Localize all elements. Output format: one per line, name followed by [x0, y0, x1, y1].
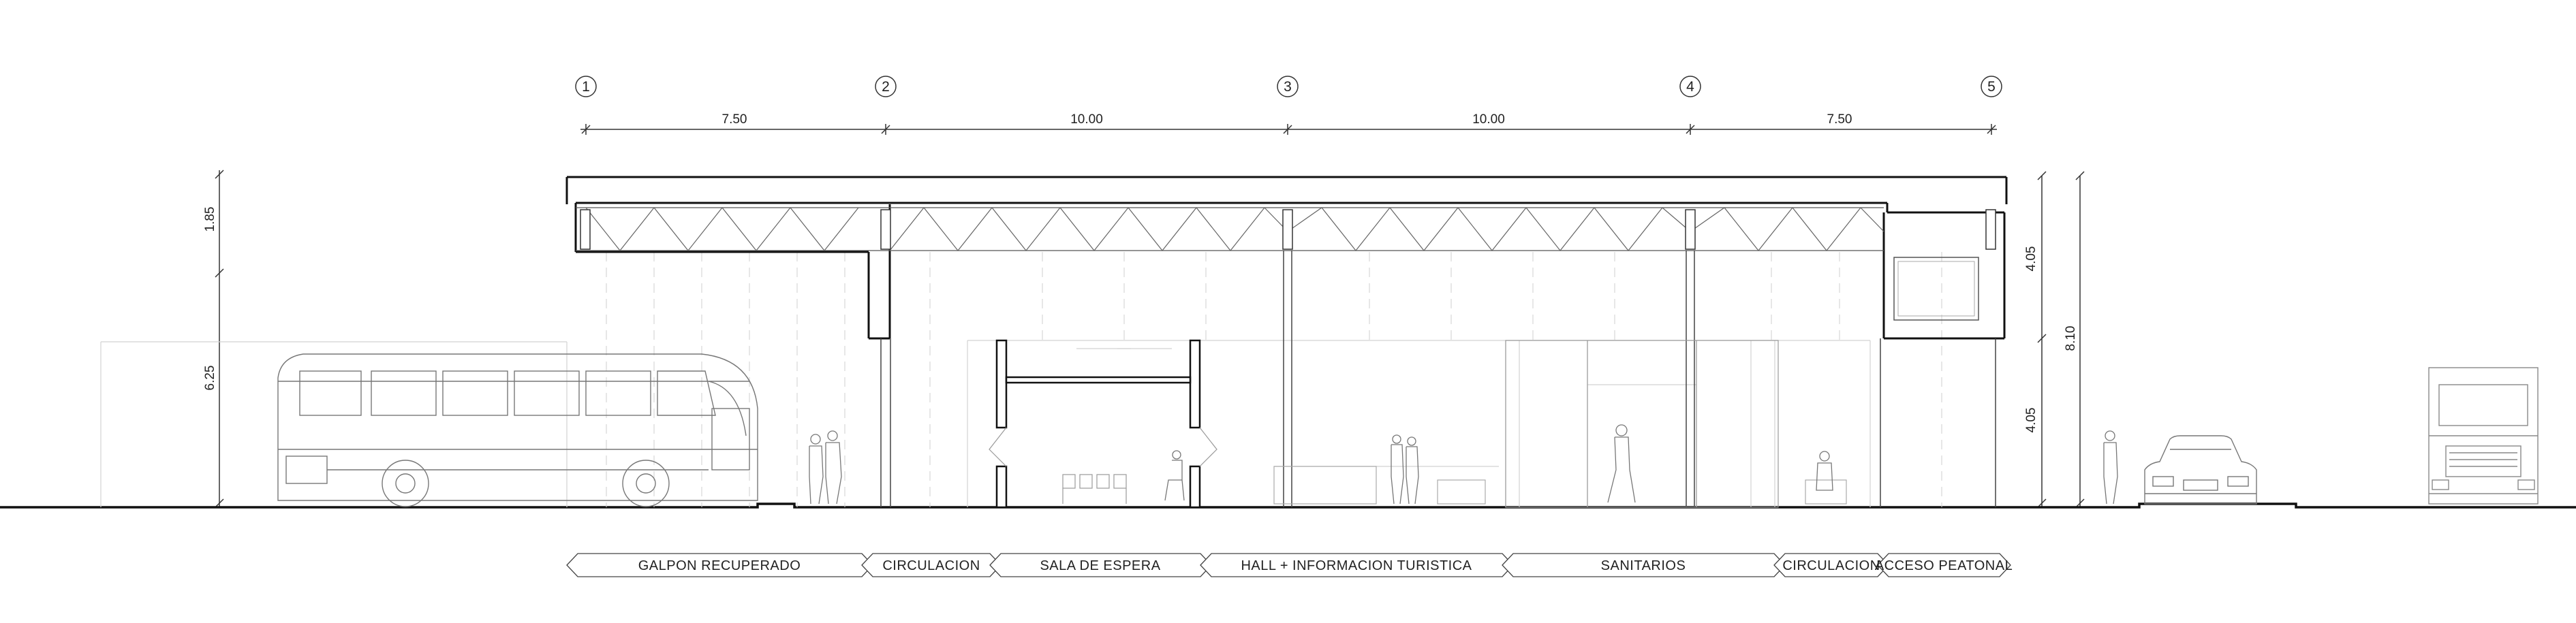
- bus-figure: [277, 353, 758, 507]
- roof-inner-line: [576, 207, 1884, 251]
- zone-label-sanitarios: SANITARIOS: [1601, 558, 1686, 573]
- axis-label-5: 5: [1987, 79, 1996, 95]
- axis-label-4: 4: [1686, 79, 1694, 95]
- background-wall-lines: [100, 340, 1871, 507]
- span-label-3: 10.00: [1472, 112, 1505, 127]
- span-label-1: 7.50: [722, 112, 747, 127]
- person-outside: [2103, 430, 2118, 505]
- span-label-2: 10.00: [1070, 112, 1103, 127]
- person-hall-2: [1406, 436, 1419, 505]
- axis-marker-2: [875, 76, 897, 97]
- waiting-room-frame: [995, 339, 1201, 509]
- axis-label-2: 2: [882, 79, 890, 95]
- left-height-dimension: [215, 170, 224, 508]
- right-height-dimension: [2037, 171, 2085, 508]
- column-shafts: [880, 251, 1996, 507]
- person-left-2: [825, 430, 842, 505]
- truck-figure: [2428, 367, 2539, 505]
- sanitarios-block: [1505, 340, 1779, 508]
- height-label-total: 8.10: [2064, 326, 2078, 351]
- zone-tag-acceso: [1877, 553, 2011, 577]
- waiting-room-details: [989, 427, 1217, 504]
- axis-labels: 1 2 3 4 5: [582, 79, 1996, 95]
- axis-marker-4: [1679, 76, 1701, 97]
- axis-label-3: 3: [1284, 79, 1292, 95]
- span-dimension-labels: 7.50 10.00 10.00 7.50: [722, 112, 1852, 127]
- zone-tag-labels: GALPON RECUPERADO CIRCULACION SALA DE ES…: [638, 558, 2013, 573]
- person-seated-right: [1816, 451, 1833, 491]
- person-walking: [1607, 424, 1636, 503]
- axis-label-1: 1: [582, 79, 590, 95]
- axis-markers: [575, 76, 2002, 97]
- span-dimension-line: [580, 124, 1997, 135]
- roof-slab: [565, 176, 2008, 340]
- axis-marker-5: [1981, 76, 2002, 97]
- height-label-lower: 4.05: [2024, 408, 2038, 433]
- axis-marker-3: [1277, 76, 1299, 97]
- column-axis-2: [880, 209, 891, 250]
- column-axis-3: [1282, 209, 1293, 250]
- zone-label-circulacion-1: CIRCULACION: [882, 558, 980, 573]
- zone-label-acceso: ACCESO PEATONAL: [1875, 558, 2013, 573]
- zone-label-circulacion-2: CIRCULACION: [1782, 558, 1880, 573]
- height-label-roof: 1.85: [203, 207, 217, 232]
- counter: [1273, 466, 1847, 505]
- height-label-upper: 4.05: [2024, 246, 2038, 272]
- zone-tags: [566, 553, 2011, 577]
- person-hall-1: [1391, 434, 1404, 505]
- column-axis-4: [1685, 209, 1696, 250]
- column-axis-1: [580, 209, 591, 250]
- zone-label-galpon: GALPON RECUPERADO: [638, 558, 801, 573]
- vertical-panel-lines: [606, 252, 1942, 507]
- right-volume-window: [1893, 257, 1979, 321]
- person-left-1: [809, 434, 824, 505]
- height-label-ground: 6.25: [203, 366, 217, 391]
- ground-line: [0, 502, 2576, 509]
- people-figures: [809, 424, 2118, 505]
- zone-label-sala-espera: SALA DE ESPERA: [1040, 558, 1160, 573]
- car-figure: [2144, 435, 2257, 505]
- span-label-4: 7.50: [1827, 112, 1852, 127]
- columns: [580, 209, 1996, 250]
- zone-label-hall: HALL + INFORMACION TURISTICA: [1241, 558, 1472, 573]
- person-seated-waiting: [1164, 450, 1185, 501]
- roof-truss: [585, 207, 1884, 251]
- column-axis-5: [1985, 209, 1996, 250]
- axis-marker-1: [575, 76, 597, 97]
